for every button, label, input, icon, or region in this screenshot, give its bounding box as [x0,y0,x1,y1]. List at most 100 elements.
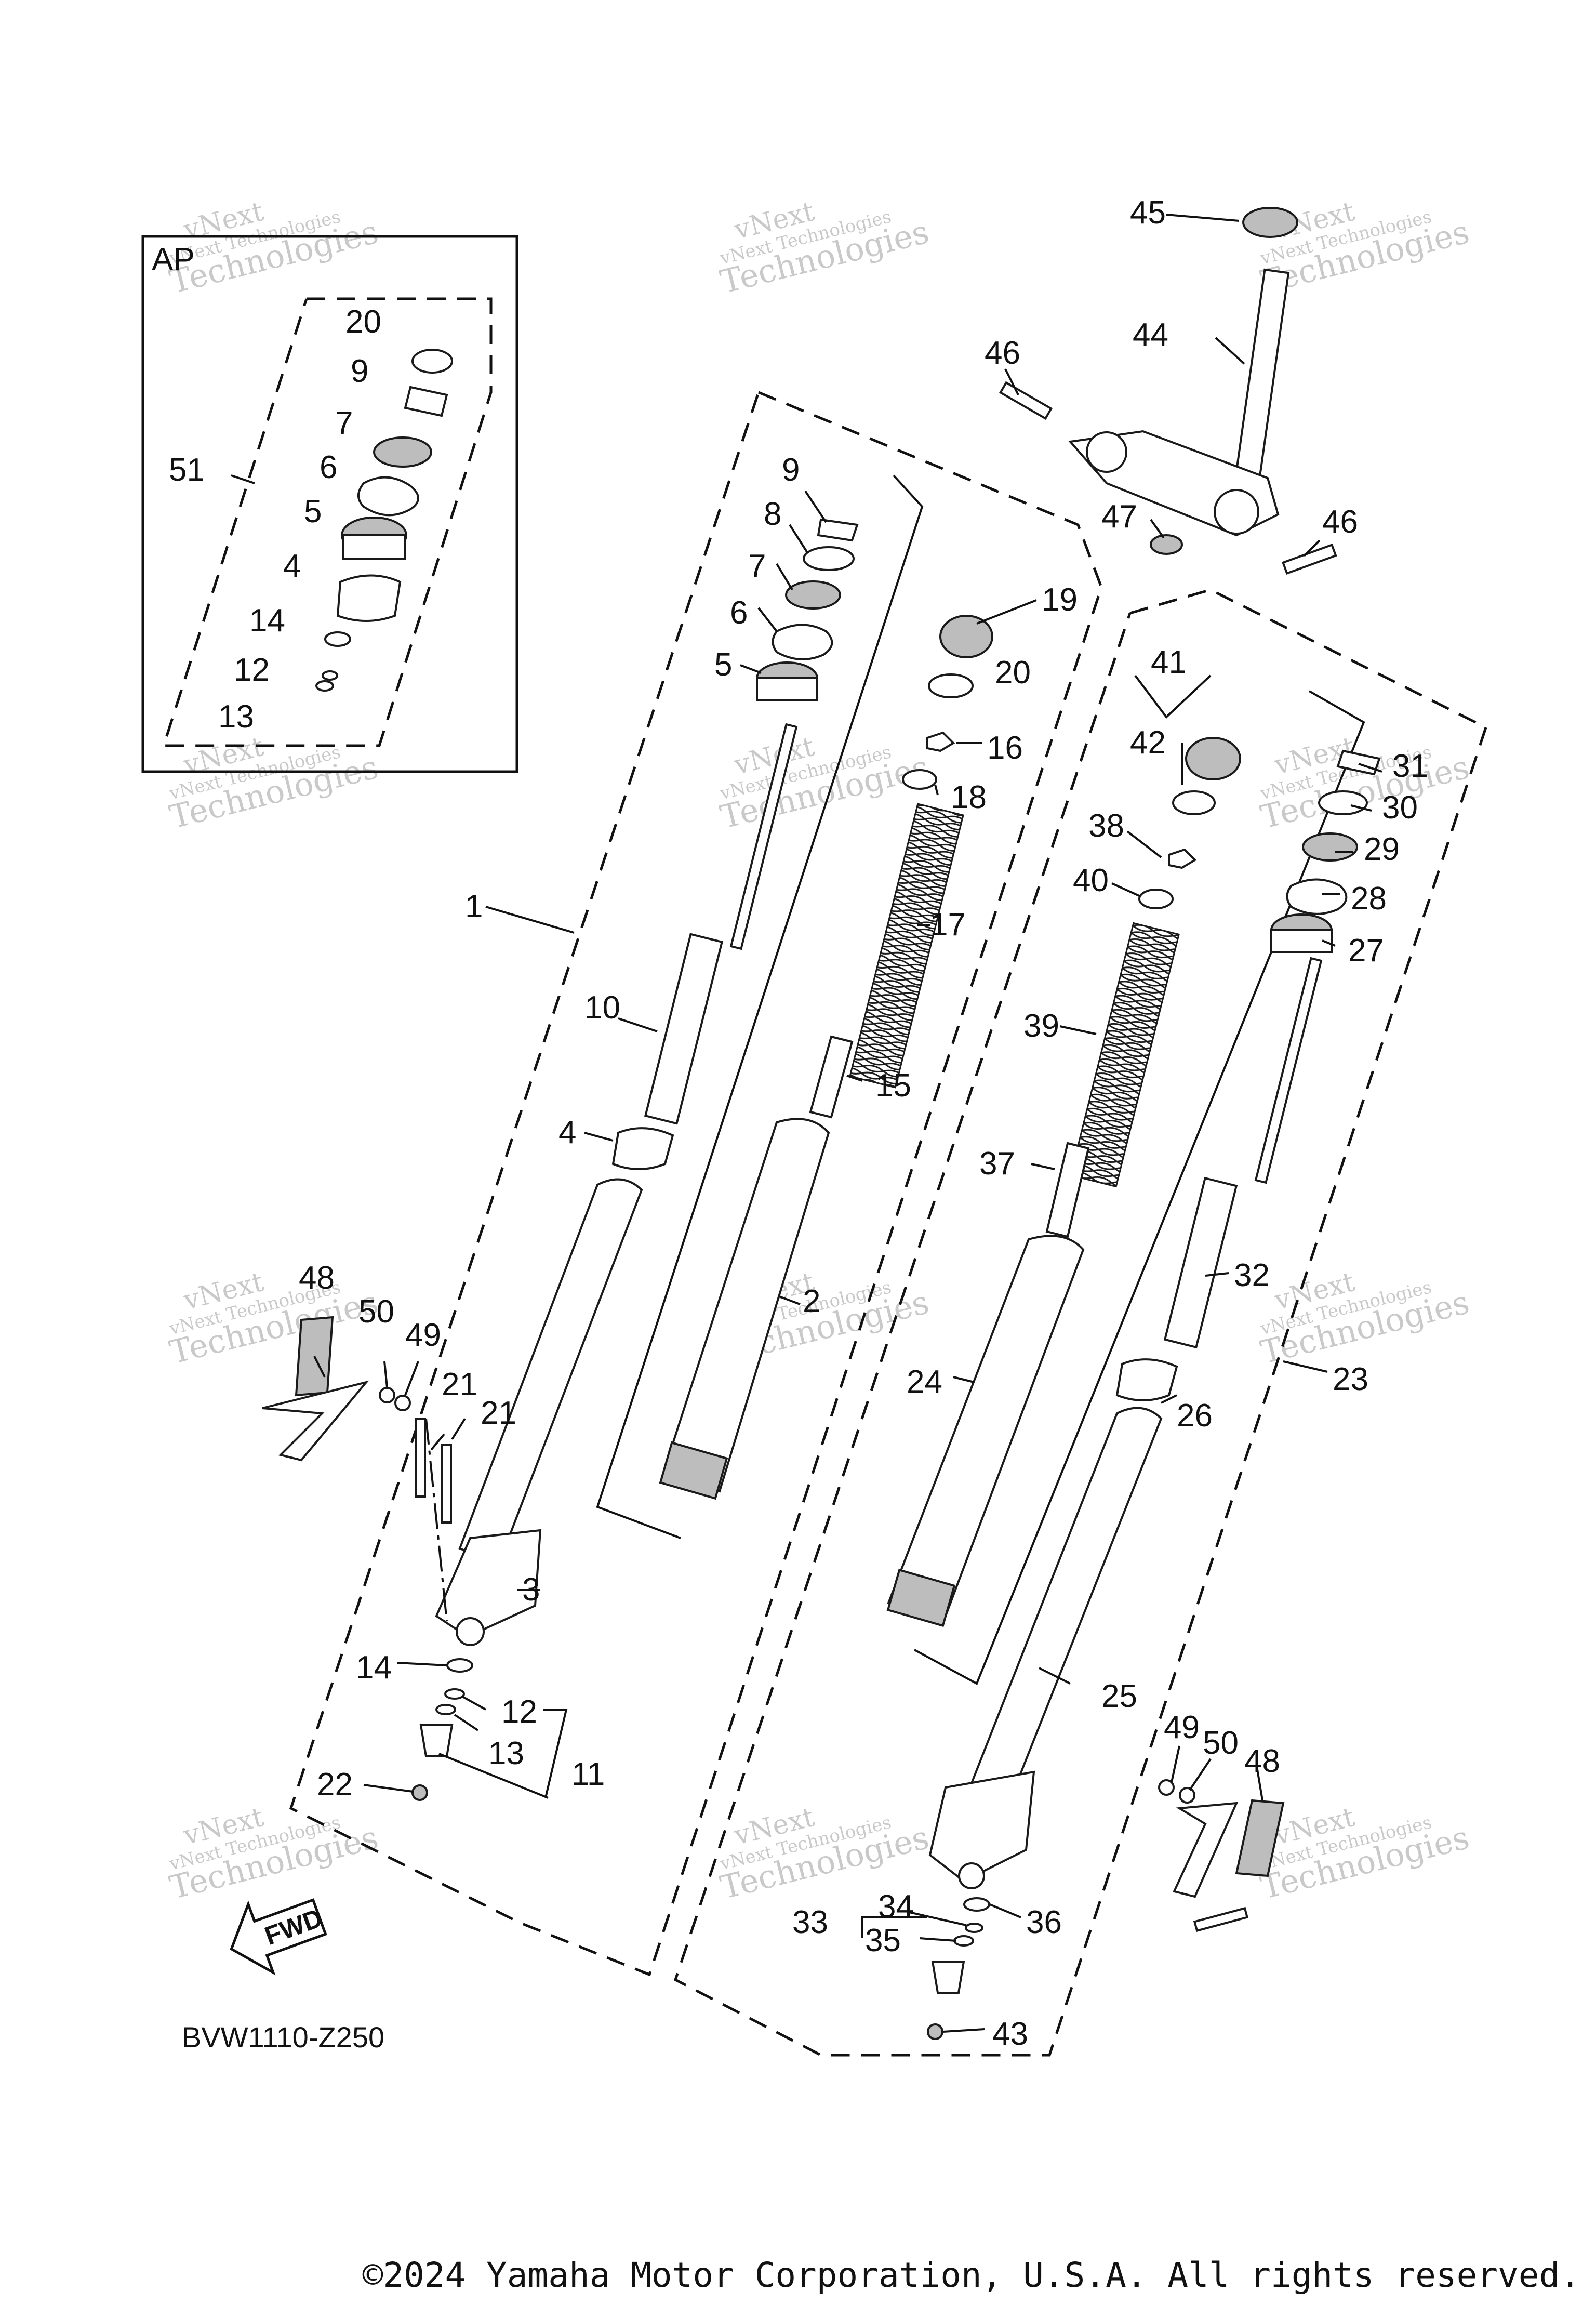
callout-48b: 48 [1244,1743,1280,1779]
axle-hole [456,1617,485,1646]
plug-22 [411,1784,428,1801]
callout-7a: 7 [335,405,353,441]
oil-seal-body-inset [342,534,406,560]
callout-22: 22 [317,1767,353,1803]
callout-42: 42 [1130,725,1166,761]
inner-tube-25 [962,1407,1163,1820]
callout-38: 38 [1088,808,1124,844]
watermark: vNext vNext Technologies Technologies [716,1802,933,1906]
seal-spacer-9-inset [404,386,448,417]
fwd-arrow: FWD [230,1898,327,1976]
nut-49-left [394,1395,411,1411]
outer-tube-2 [661,1118,830,1493]
callout-32: 32 [1234,1257,1270,1293]
callout-45: 45 [1130,195,1166,231]
callout-2: 2 [803,1283,820,1319]
callout-44: 44 [1133,317,1168,353]
callout-14a: 14 [249,603,285,639]
callout-24: 24 [907,1364,942,1400]
callout-41: 41 [1151,644,1187,680]
axle-holder-3 [435,1529,542,1638]
callout-19: 19 [1042,582,1078,618]
seal-spacer-9 [817,518,859,542]
axle-hole-right [958,1862,985,1889]
callout-15: 15 [875,1068,911,1104]
collar-15 [809,1035,854,1119]
cap-bolt-19 [939,615,993,658]
o-ring-13 [435,1704,456,1715]
callout-31: 31 [1392,748,1428,784]
dust-seal-7-inset [373,436,432,468]
o-ring-34 [965,1923,983,1933]
nut-38 [1168,848,1197,869]
spring-17 [849,803,964,1089]
callout-12a: 12 [234,652,270,688]
bracket-arm-left [262,1380,369,1462]
drain-bolt-33 [931,1961,965,1994]
right-fork-group [673,588,1488,2057]
callout-1: 1 [465,889,483,924]
callout-37: 37 [979,1146,1015,1182]
bush-4-inset [336,574,402,622]
clip-6-inset [357,476,419,517]
damper-rod-right [1254,957,1323,1184]
clip-6 [772,624,833,660]
callout-11: 11 [571,1756,605,1792]
callout-4a: 4 [283,548,301,584]
reflector-48-right [1235,1799,1285,1877]
o-ring-12 [444,1688,465,1700]
bolt-46-right [1282,543,1337,575]
clip-47 [1150,534,1183,555]
callout-28: 28 [1351,881,1387,917]
callout-9b: 9 [782,452,800,488]
axle-holder-right [928,1770,1035,1883]
washer-50-right [1179,1787,1195,1804]
callout-43: 43 [992,2016,1028,2052]
callout-8: 8 [764,496,781,532]
callout-12b: 12 [501,1694,537,1730]
callout-50a: 50 [358,1294,394,1330]
callout-5a: 5 [304,494,322,529]
callout-25: 25 [1101,1678,1137,1714]
outer-tube-24-boot [886,1568,956,1627]
inset-ap: AP [141,235,518,773]
watermark: vNext vNext Technologies Technologies [1257,1802,1473,1906]
callout-20b: 20 [995,655,1031,691]
bracket-clamp-right [1214,489,1259,535]
dust-seal-29 [1302,832,1358,862]
gasket-36 [963,1897,990,1912]
callout-46a: 46 [985,335,1020,371]
callout-16: 16 [987,730,1023,766]
callout-17: 17 [930,907,966,943]
callout-3: 3 [522,1572,540,1608]
watermark: vNext vNext Technologies Technologies [1257,1266,1473,1371]
callout-20a: 20 [345,304,381,340]
watermarks: vNext vNext Technologies Technologies vN… [166,196,1473,1906]
copyright-notice: ©2024 Yamaha Motor Corporation, U.S.A. A… [362,2255,1580,2295]
diagram-code: BVW1110-Z250 [182,2021,384,2054]
callout-6a: 6 [320,449,337,485]
o-ring-12-inset [322,670,338,681]
callout-14b: 14 [356,1650,392,1686]
outer-tube-2-boot [659,1441,728,1500]
watermark: vNext vNext Technologies Technologies [166,1266,382,1371]
callout-5b: 5 [714,647,732,683]
callout-18: 18 [951,779,987,815]
bracket-clamp-left [1086,431,1127,473]
callout-13a: 13 [218,699,254,735]
cylinder-32 [1163,1176,1238,1349]
watermark: vNext vNext Technologies Technologies [716,196,933,301]
callout-40: 40 [1073,863,1109,898]
callout-47: 47 [1101,499,1137,535]
collar-18 [902,769,937,790]
left-fork-group [289,391,1103,1977]
bearing-45 [1242,207,1298,238]
o-ring-13-inset [315,680,334,692]
callout-21a: 21 [442,1367,477,1402]
gasket-14-inset [324,631,351,647]
cylinder-10 [644,933,724,1125]
collar-40 [1138,889,1174,909]
callout-50b: 50 [1203,1725,1239,1761]
outer-tube-24 [887,1235,1085,1618]
oil-seal-5-body [756,677,818,701]
